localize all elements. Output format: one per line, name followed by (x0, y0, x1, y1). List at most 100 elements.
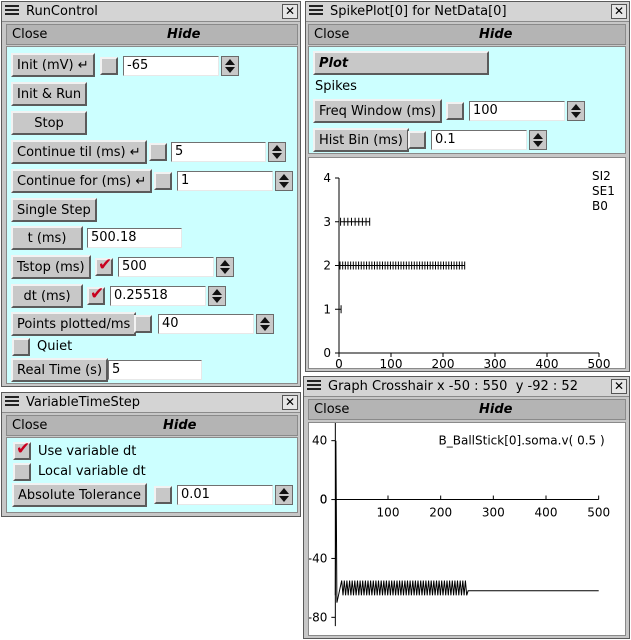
hide-button[interactable]: Hide (163, 418, 197, 433)
runcontrol-titlebar[interactable]: RunControl ✕ (2, 2, 300, 22)
close-button[interactable]: Close (314, 402, 350, 417)
points-plotted-button[interactable]: Points plotted/ms (11, 312, 137, 336)
legend-entry-si2: SI2 (592, 169, 611, 183)
local-variable-dt-checkbox[interactable] (13, 463, 31, 481)
plot-button[interactable]: Plot (313, 51, 489, 75)
checkmark-icon: ✔ (90, 284, 105, 304)
init-value-field[interactable]: -65 (123, 56, 219, 76)
y-tick-label: 3 (323, 215, 331, 229)
close-window-icon[interactable]: ✕ (611, 379, 627, 394)
hist-bin-spinner[interactable] (529, 130, 547, 150)
hist-bin-button[interactable]: Hist Bin (ms) (313, 128, 409, 152)
absolute-tolerance-button[interactable]: Absolute Tolerance (12, 483, 147, 507)
variabletimestep-panel: ✔ Use variable dt Local variable dt Abso… (6, 437, 298, 513)
window-title: RunControl (26, 4, 98, 19)
freq-window-spinner[interactable] (567, 101, 585, 121)
x-tick-label: 500 (588, 357, 611, 368)
single-step-button[interactable]: Single Step (11, 198, 97, 222)
crosshair-graph-window: Graph Crosshair x -50 : 550 y -92 : 52 ✕… (303, 376, 630, 639)
close-window-icon[interactable]: ✕ (282, 395, 298, 410)
init-button[interactable]: Init (mV) ↵ (11, 53, 95, 77)
hide-button[interactable]: Hide (479, 27, 513, 42)
continue-for-checkbox[interactable] (154, 172, 172, 190)
window-title: Graph Crosshair x -50 : 550 y -92 : 52 (328, 379, 578, 394)
hist-bin-field[interactable]: 0.1 (431, 130, 527, 150)
absolute-tolerance-field[interactable]: 0.01 (177, 485, 273, 505)
y-tick-label: -80 (309, 610, 327, 624)
points-plotted-field[interactable]: 40 (158, 314, 254, 334)
continue-til-checkbox[interactable] (149, 143, 167, 161)
x-tick-label: 100 (380, 357, 403, 368)
hide-button[interactable]: Hide (479, 402, 513, 417)
dt-field[interactable]: 0.25518 (110, 286, 206, 306)
local-variable-dt-label: Local variable dt (38, 464, 146, 479)
real-time-button[interactable]: Real Time (s) (11, 358, 109, 382)
tstop-field[interactable]: 500 (118, 257, 214, 277)
x-tick-label: 400 (535, 506, 558, 520)
continue-til-button[interactable]: Continue til (ms) ↵ (11, 140, 147, 164)
tstop-spinner[interactable] (216, 257, 234, 277)
init-run-button[interactable]: Init & Run (11, 82, 88, 106)
checkmark-icon: ✔ (16, 439, 31, 459)
close-button[interactable]: Close (12, 418, 48, 433)
init-checkbox[interactable] (100, 57, 118, 75)
quiet-label: Quiet (37, 339, 73, 354)
absolute-tolerance-spinner[interactable] (275, 485, 293, 505)
y-tick-label: 4 (323, 171, 331, 185)
stop-button[interactable]: Stop (11, 111, 87, 135)
enter-arrow-icon: ↵ (129, 145, 141, 160)
spikeplot-menubar: Close Hide (308, 24, 626, 45)
dt-button[interactable]: dt (ms) (11, 284, 83, 308)
continue-for-label: Continue for (ms) (17, 174, 132, 189)
variabletimestep-titlebar[interactable]: VariableTimeStep ✕ (2, 393, 300, 413)
use-variable-dt-label: Use variable dt (38, 444, 137, 459)
continue-til-spinner[interactable] (268, 142, 286, 162)
dt-checkbox[interactable]: ✔ (87, 284, 105, 305)
use-variable-dt-checkbox[interactable]: ✔ (13, 439, 31, 460)
window-menu-icon[interactable] (5, 396, 19, 409)
freq-window-button[interactable]: Freq Window (ms) (313, 99, 442, 123)
t-button[interactable]: t (ms) (11, 226, 83, 250)
freq-window-field[interactable]: 100 (469, 101, 565, 121)
continue-for-spinner[interactable] (275, 171, 293, 191)
runcontrol-window: RunControl ✕ Close Hide Init (mV) ↵ -65 … (1, 1, 301, 387)
close-window-icon[interactable]: ✕ (282, 4, 298, 19)
checkmark-icon: ✔ (98, 255, 113, 275)
init-spinner[interactable] (221, 56, 239, 76)
x-tick-label: 100 (377, 506, 400, 520)
init-label: Init (mV) (17, 58, 74, 73)
hide-button[interactable]: Hide (167, 27, 201, 42)
t-value-field: 500.18 (87, 228, 182, 248)
tstop-button[interactable]: Tstop (ms) (11, 255, 91, 279)
window-menu-icon[interactable] (309, 5, 323, 18)
hist-bin-checkbox[interactable] (408, 131, 426, 149)
points-plotted-checkbox[interactable] (134, 315, 152, 333)
tstop-checkbox[interactable]: ✔ (95, 255, 113, 276)
close-button[interactable]: Close (12, 27, 48, 42)
window-title: VariableTimeStep (26, 395, 141, 410)
spikeplot-window: SpikePlot[0] for NetData[0] ✕ Close Hide… (305, 1, 630, 372)
dt-spinner[interactable] (208, 286, 226, 306)
spikes-label: Spikes (315, 79, 357, 94)
freq-window-checkbox[interactable] (446, 102, 464, 120)
spikeplot-titlebar[interactable]: SpikePlot[0] for NetData[0] ✕ (306, 2, 629, 22)
continue-for-button[interactable]: Continue for (ms) ↵ (11, 169, 153, 193)
points-plotted-spinner[interactable] (256, 314, 274, 334)
absolute-tolerance-checkbox[interactable] (154, 486, 172, 504)
window-menu-icon[interactable] (307, 380, 321, 393)
close-button[interactable]: Close (314, 27, 350, 42)
window-menu-icon[interactable] (5, 5, 19, 18)
crosshair-titlebar[interactable]: Graph Crosshair x -50 : 550 y -92 : 52 ✕ (304, 377, 629, 397)
close-window-icon[interactable]: ✕ (611, 4, 627, 19)
trace-label: B_BallStick[0].soma.v( 0.5 ) (439, 434, 605, 448)
continue-til-field[interactable]: 5 (171, 142, 266, 162)
enter-arrow-icon: ↵ (77, 58, 89, 73)
continue-for-field[interactable]: 1 (177, 171, 273, 191)
runcontrol-panel: Init (mV) ↵ -65 Init & Run Stop Continue… (6, 46, 298, 384)
quiet-checkbox[interactable] (12, 338, 30, 356)
y-tick-label: -40 (309, 551, 327, 565)
